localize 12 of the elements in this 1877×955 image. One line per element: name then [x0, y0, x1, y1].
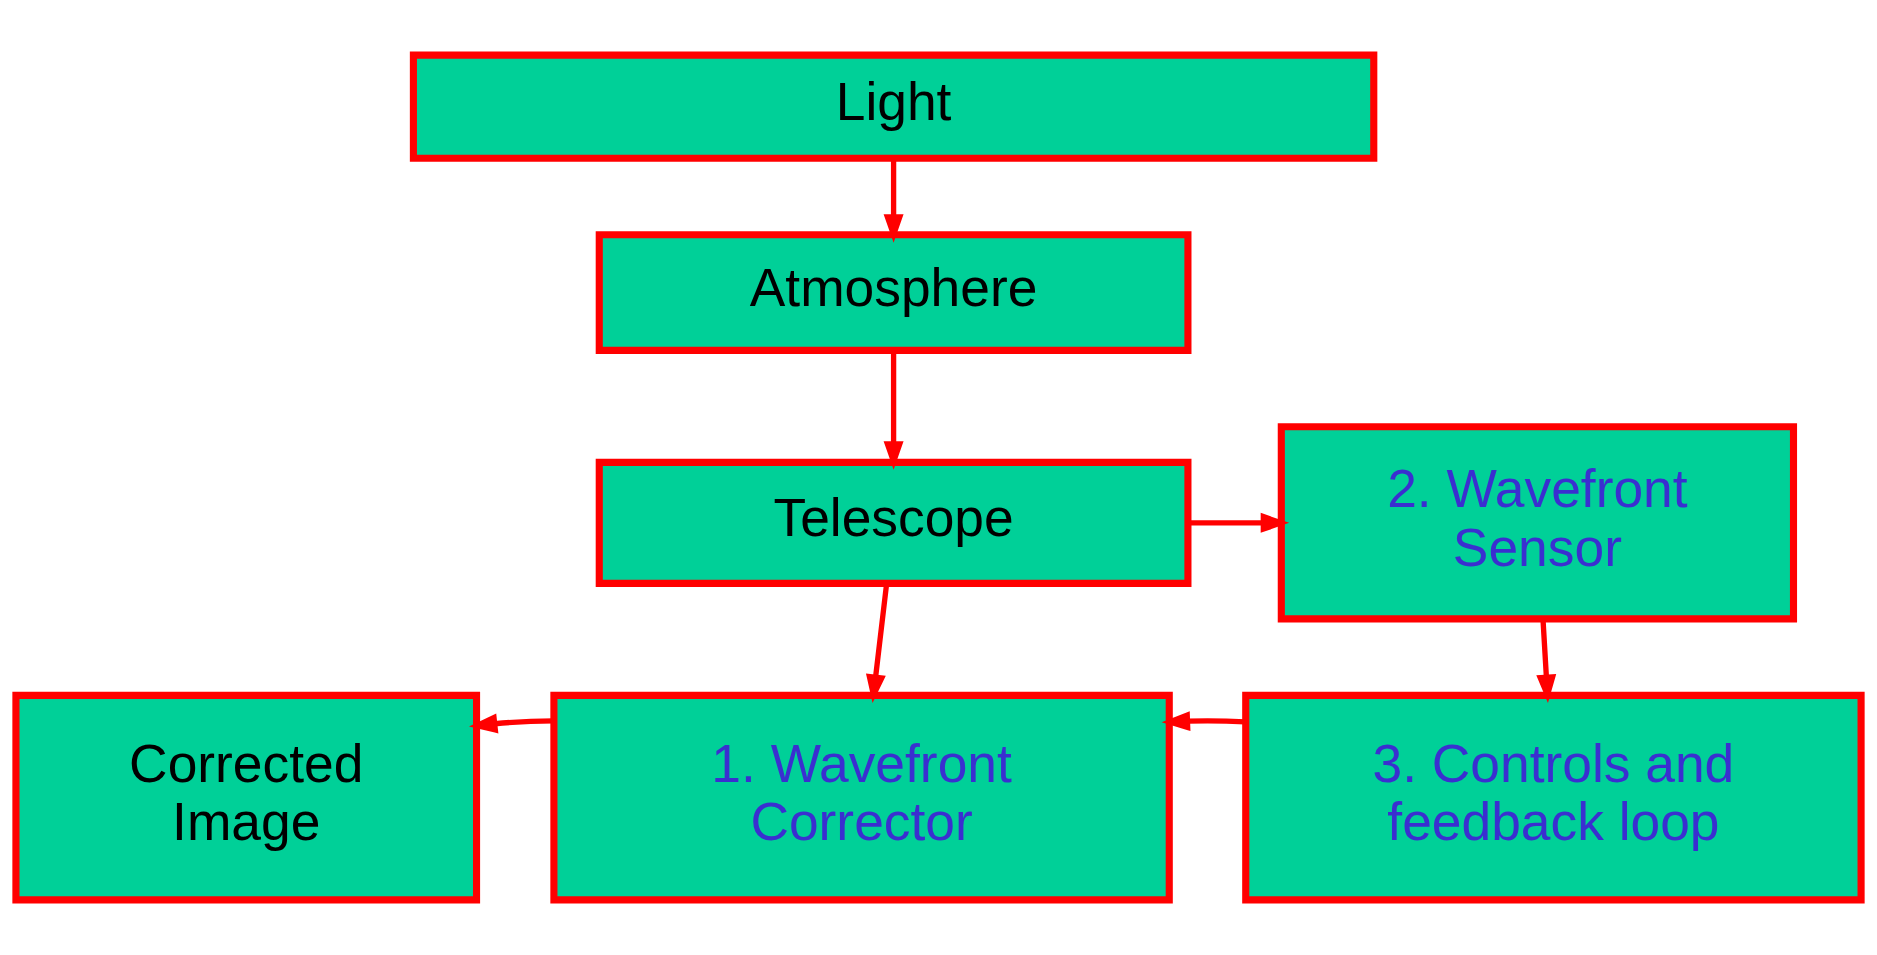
- arrow: [1188, 512, 1290, 533]
- node-box: 3. Controls and feedback loop: [1242, 691, 1865, 904]
- node-box: Telescope: [595, 458, 1192, 587]
- node-box: 2. Wavefront Sensor: [1277, 423, 1798, 623]
- node-box: Atmosphere: [595, 231, 1192, 354]
- arrow: [883, 158, 904, 243]
- arrow: [1536, 619, 1557, 704]
- arrow: [1161, 711, 1246, 732]
- node-box: Light: [409, 51, 1378, 162]
- node-box: Corrected Image: [12, 691, 481, 904]
- node-box: 1. Wavefront Corrector: [550, 691, 1173, 904]
- arrow: [468, 713, 554, 734]
